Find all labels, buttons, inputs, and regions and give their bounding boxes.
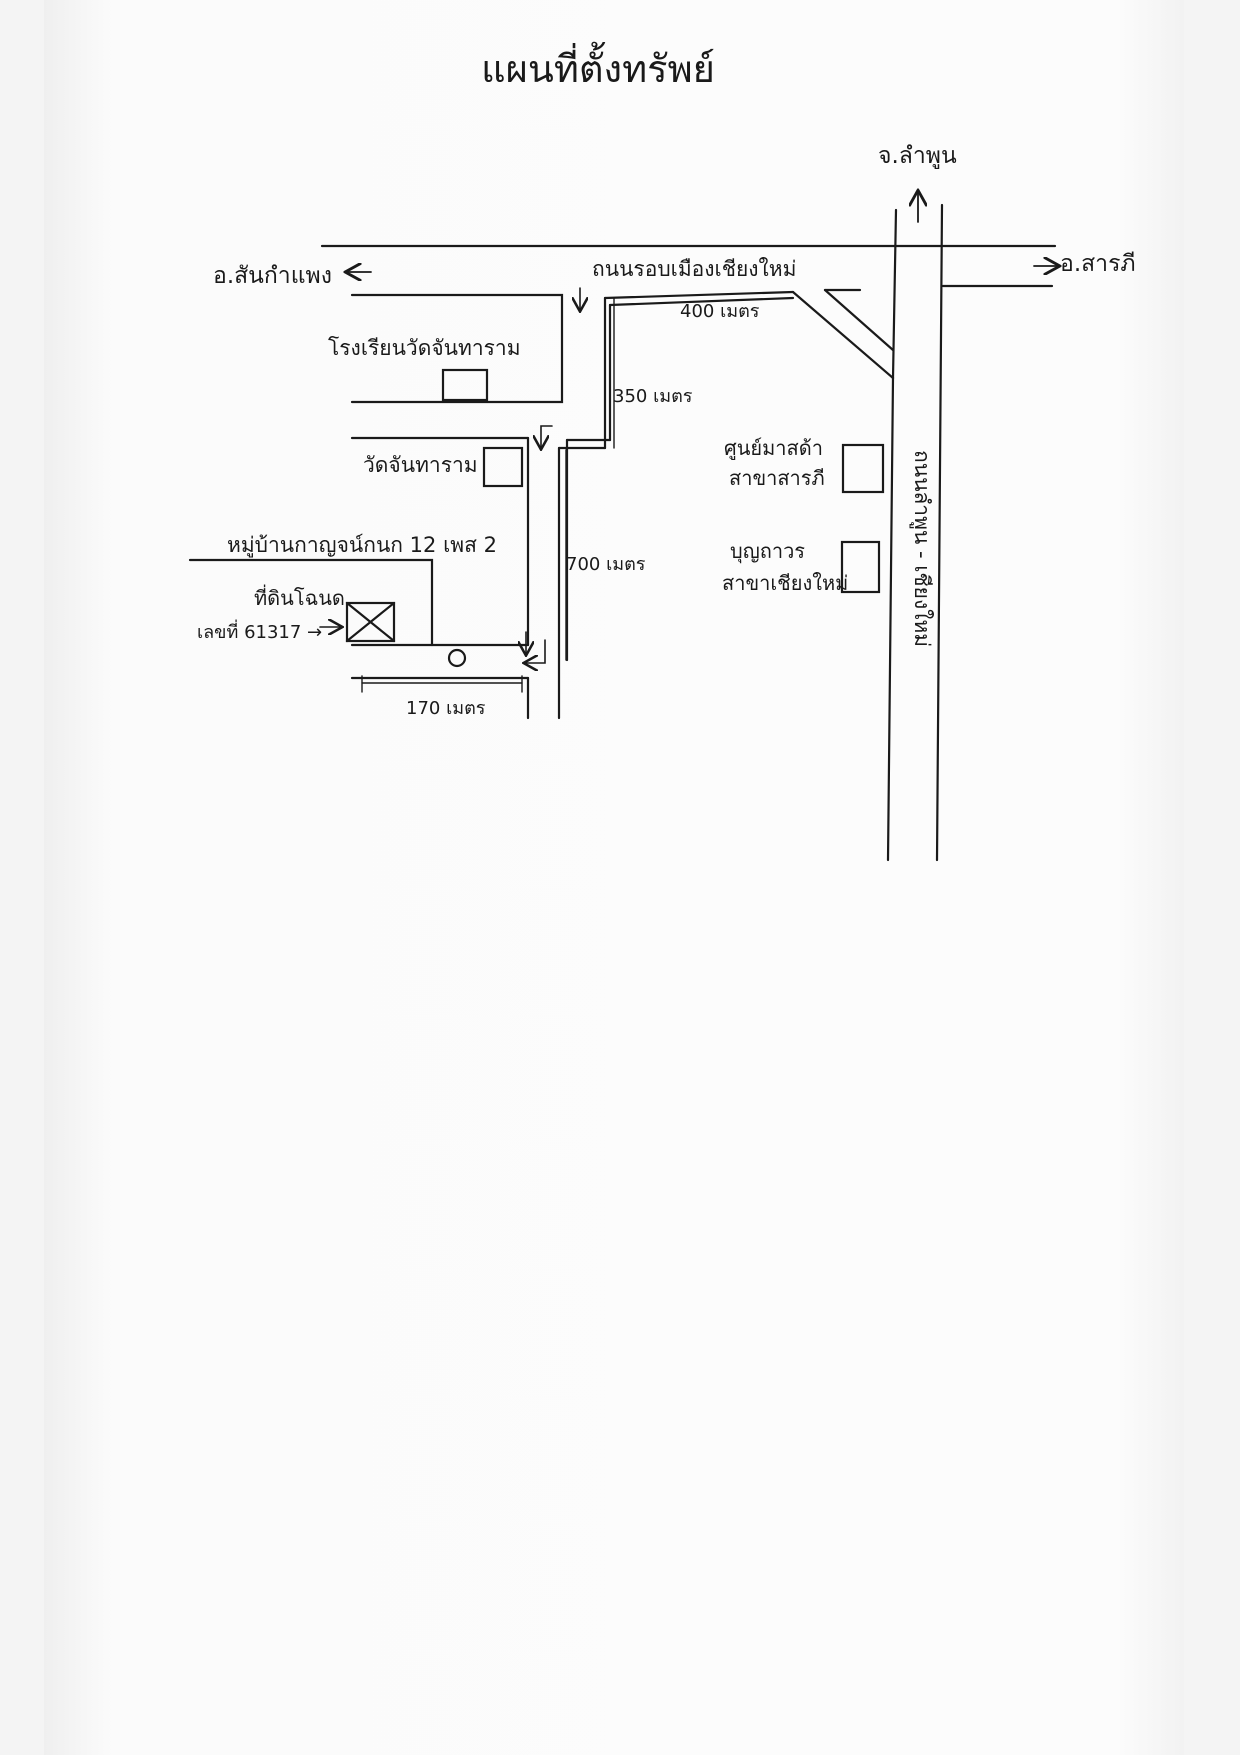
highway-west-edge-top	[891, 208, 898, 380]
turn-arrow-2-icon	[525, 639, 546, 663]
highway-west-edge	[886, 376, 895, 862]
connector-road-upper	[791, 290, 895, 380]
label-mazda-1: ศูนย์มาสด้า	[724, 436, 823, 461]
label-plot-2: เลขที่ 61317 →	[197, 619, 322, 643]
highway-east-edge	[935, 203, 944, 862]
temple-building	[482, 446, 524, 488]
connector-road-lower	[823, 288, 895, 352]
soi-to-village-top-inner	[608, 296, 795, 307]
school-block-outline	[350, 293, 564, 404]
label-temple: วัดจันทาราม	[363, 453, 478, 477]
entrance-circle-marker	[447, 648, 467, 668]
label-bank-2: สาขาเชียงใหม่	[722, 571, 848, 595]
bank-building	[840, 540, 881, 594]
map-title: แผนที่ตั้งทรัพย์	[481, 41, 715, 91]
label-lamphun: จ.ลำพูน	[878, 143, 957, 169]
label-700m: 700 เมตร	[566, 554, 646, 575]
label-saraphi: อ.สารภี	[1060, 251, 1136, 277]
land-plot-marker	[345, 601, 396, 643]
label-mazda-2: สาขาสารภี	[729, 466, 825, 490]
label-170m: 170 เมตร	[406, 698, 486, 719]
label-400m: 400 เมตร	[680, 301, 760, 322]
label-350m: 350 เมตร	[613, 386, 693, 407]
turn-arrow-icon	[541, 425, 553, 448]
soi-to-village-top	[603, 290, 795, 300]
school-building	[441, 368, 489, 402]
label-highway: ถนนลำพูน - เชียงใหม่	[909, 450, 934, 647]
label-san-kamphaeng: อ.สันกำแพง	[213, 263, 332, 289]
label-school: โรงเรียนวัดจันทาราม	[328, 336, 521, 360]
label-ring-road: ถนนรอบเมืองเชียงใหม่	[592, 257, 796, 281]
label-plot-1: ที่ดินโฉนด	[254, 584, 345, 610]
mazda-building	[841, 443, 885, 494]
label-village: หมู่บ้านกาญจน์กนก 12 เพส 2	[227, 533, 497, 558]
label-bank-1: บุญถาวร	[730, 539, 805, 564]
paper-sheet	[44, 0, 1184, 1755]
village-boundary	[188, 558, 434, 647]
